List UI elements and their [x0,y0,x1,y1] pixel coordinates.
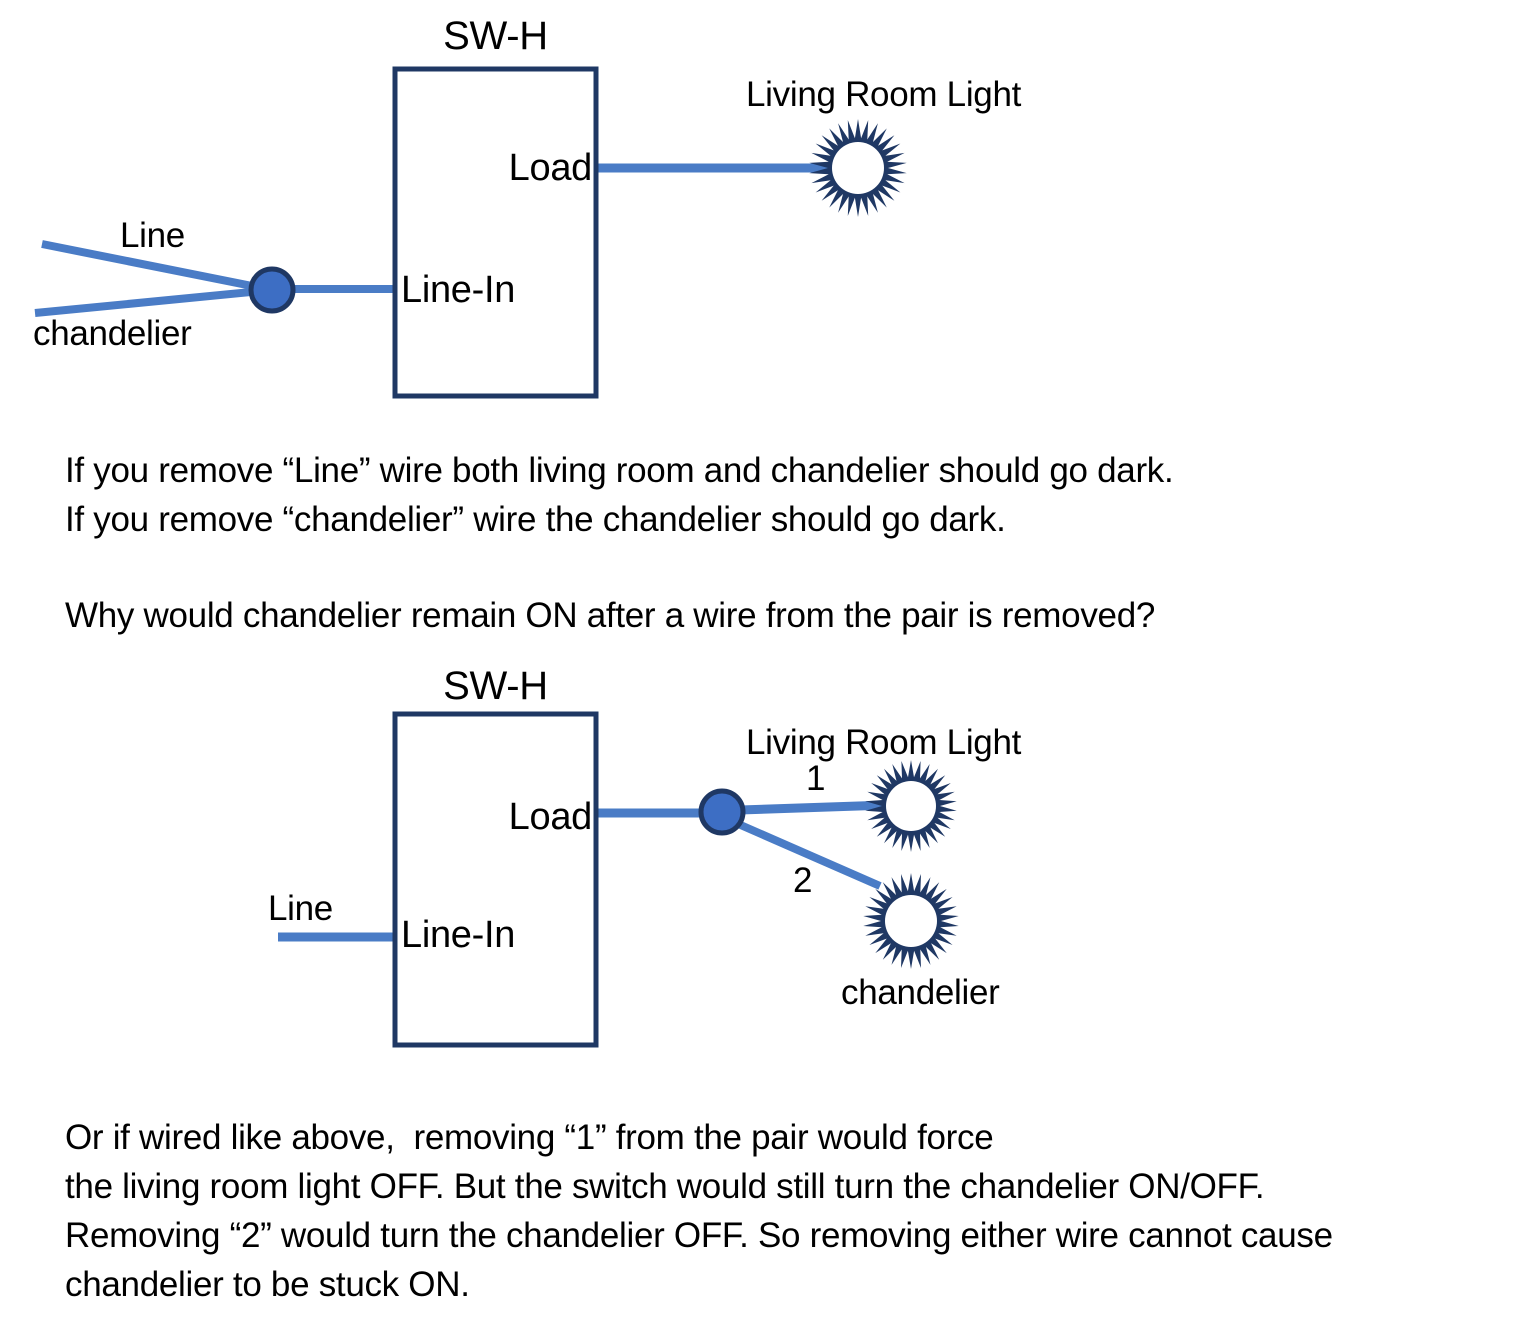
line-wire [41,240,273,294]
paragraph-line: Why would chandelier remain ON after a w… [65,596,1156,635]
switch-box [392,711,599,1048]
wire-2 [734,819,882,890]
paragraph-line: Removing “2” would turn the chandelier O… [65,1216,1333,1255]
paragraph-line: chandelier to be stuck ON. [65,1265,470,1304]
chandelier-wire-label: chandelier [33,314,192,353]
line-wire-label: Line [268,889,333,928]
line-in-terminal-label: Line-In [401,269,516,311]
chandelier-wire [34,286,273,317]
diagram-top [34,66,907,399]
living-room-light-label: Living Room Light [746,75,1022,114]
starburst-center [886,781,936,831]
explanation-paragraph: If you remove “Line” wire both living ro… [65,446,1174,544]
wire-junction-dot [248,266,296,314]
wire-2-label: 2 [793,861,813,900]
wire-1 [739,800,889,815]
paragraph-line: If you remove “chandelier” wire the chan… [65,500,1006,539]
load-terminal-label: Load [508,147,593,189]
living-room-light-label: Living Room Light [746,723,1022,762]
switch-title: SW-H [443,14,548,58]
question-text: Why would chandelier remain ON after a w… [65,591,1155,640]
wire-junction-dot [698,788,746,836]
load-terminal-label: Load [508,796,593,838]
paragraph-line: Or if wired like above, removing “1” fro… [65,1118,994,1157]
line-in-terminal-label: Line-In [401,914,516,956]
starburst-center [832,142,884,194]
wire-1-label: 1 [806,759,826,798]
switch-box [392,66,599,399]
paragraph-line: If you remove “Line” wire both living ro… [65,451,1174,490]
paragraph-line: the living room light OFF. But the switc… [65,1167,1265,1206]
conclusion-paragraph: Or if wired like above, removing “1” fro… [65,1113,1333,1309]
diagram-bottom [278,711,959,1048]
starburst-center [885,895,937,947]
chandelier-label: chandelier [841,973,1000,1012]
line-wire-label: Line [120,216,185,255]
switch-title: SW-H [443,664,548,708]
